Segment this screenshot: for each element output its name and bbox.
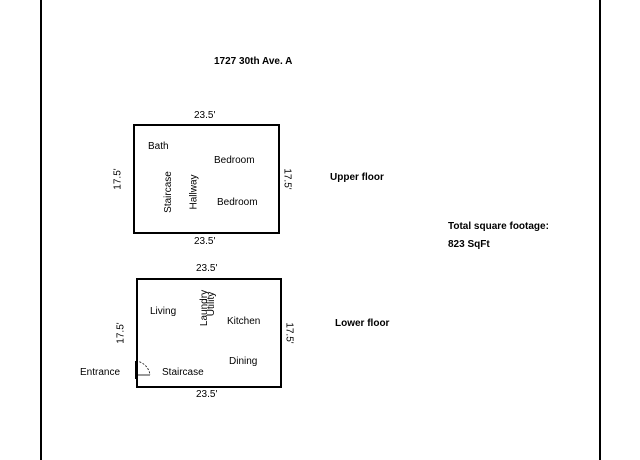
lower-floor-label: Lower floor [335, 318, 390, 329]
total-sqft-value: 823 SqFt [448, 239, 490, 250]
room-bedroom-1: Bedroom [214, 155, 255, 166]
room-utility: Utility [206, 291, 218, 317]
room-bedroom-2: Bedroom [217, 197, 258, 208]
upper-floor-outline [133, 124, 280, 234]
room-staircase-upper: Staircase [162, 171, 174, 213]
page-border-right [599, 0, 601, 460]
page-border-left [40, 0, 42, 460]
lower-floor-outline [136, 278, 282, 388]
room-hallway: Hallway [188, 174, 200, 210]
room-bath: Bath [148, 141, 169, 152]
room-dining: Dining [229, 356, 258, 367]
entrance-door-icon [135, 360, 151, 379]
upper-dim-right: 17.5' [281, 168, 293, 190]
total-sqft-label: Total square footage: [448, 221, 549, 232]
room-kitchen: Kitchen [227, 316, 261, 327]
lower-dim-right: 17.5' [283, 322, 295, 344]
room-staircase-lower: Staircase [162, 367, 204, 378]
upper-dim-bottom: 23.5' [194, 236, 216, 247]
upper-dim-left: 17.5' [112, 168, 124, 190]
entrance-label: Entrance [80, 367, 121, 378]
lower-dim-bottom: 23.5' [196, 389, 218, 400]
upper-dim-top: 23.5' [194, 110, 216, 121]
room-living: Living [150, 306, 177, 317]
upper-floor-label: Upper floor [330, 172, 384, 183]
lower-dim-top: 23.5' [196, 263, 218, 274]
property-address: 1727 30th Ave. A [214, 56, 293, 67]
lower-dim-left: 17.5' [115, 322, 127, 344]
